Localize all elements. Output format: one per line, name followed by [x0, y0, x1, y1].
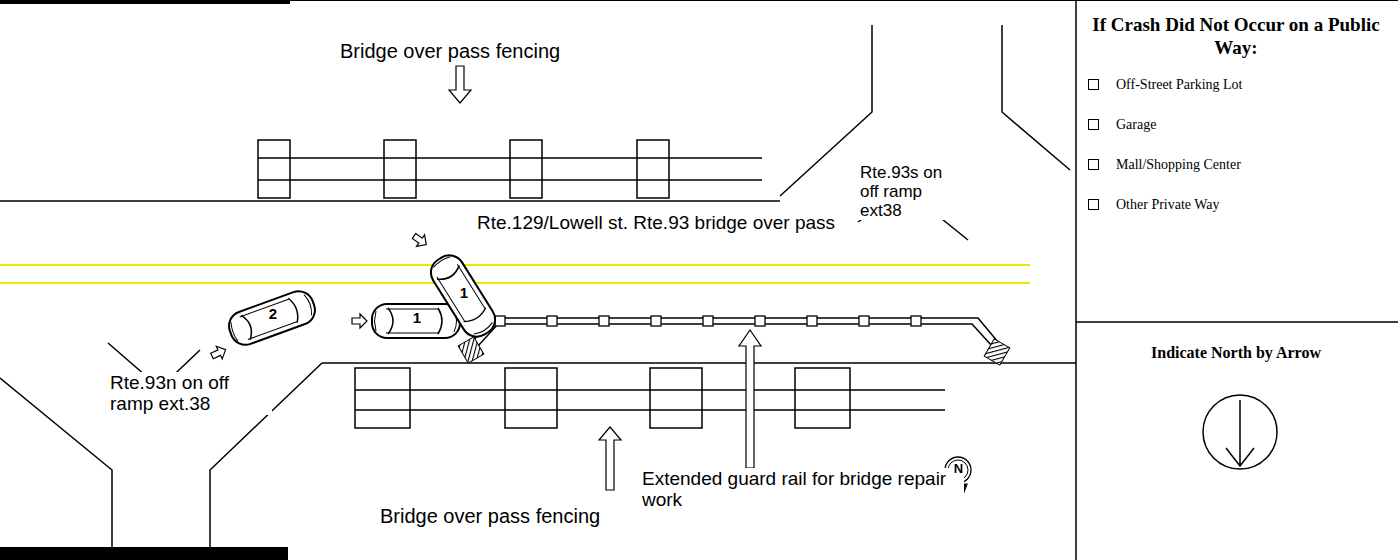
- checkbox: [1088, 79, 1099, 90]
- checkbox-option: Garage: [1116, 116, 1386, 134]
- checkbox-option: Mall/Shopping Center: [1116, 156, 1386, 174]
- checkbox-option: Off-Street Parking Lot: [1116, 76, 1386, 94]
- checkbox: [1088, 119, 1099, 130]
- ramp-label: Rte.93n on off ramp ext.38: [108, 372, 272, 415]
- panel-heading: Indicate North by Arrow: [1086, 344, 1386, 362]
- fence-label: Bridge over pass fencing: [380, 505, 600, 527]
- guard-rail-label: Extended guard rail for bridge repair wo…: [640, 468, 964, 511]
- checkbox: [1088, 199, 1099, 210]
- ramp-label: Rte.93s on off ramp ext38: [858, 163, 958, 220]
- callout-number: 1: [457, 285, 471, 302]
- north-panel: Indicate North by Arrow: [1086, 344, 1386, 362]
- checkbox: [1088, 159, 1099, 170]
- callout-number: 1: [410, 310, 424, 327]
- road-label: Rte.129/Lowell st. Rte.93 bridge over pa…: [475, 212, 837, 233]
- panel-heading: If Crash Did Not Occur on a Public Way:: [1086, 14, 1386, 60]
- north-symbol: N: [952, 462, 965, 477]
- fence-label: Bridge over pass fencing: [340, 40, 560, 62]
- checkbox-option: Other Private Way: [1116, 196, 1386, 214]
- callout-number: 2: [264, 306, 282, 323]
- location-panel: If Crash Did Not Occur on a Public Way: O…: [1086, 14, 1386, 236]
